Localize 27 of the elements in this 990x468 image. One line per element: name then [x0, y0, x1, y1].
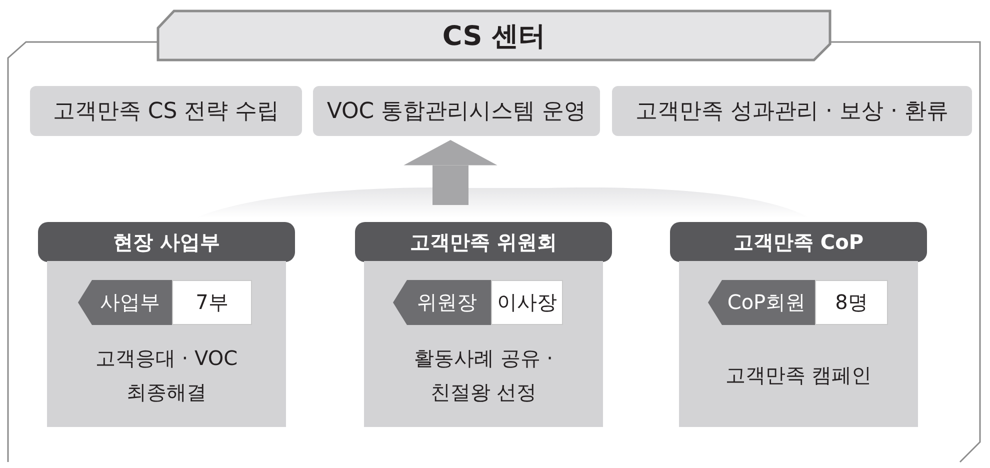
tag-text: 사업부	[100, 289, 160, 316]
task-box	[612, 86, 972, 136]
arrow	[404, 140, 498, 205]
task-text: 고객만족 성과관리 · 보상 · 환류	[636, 98, 948, 126]
card-description: 고객만족 캠페인	[725, 362, 872, 388]
card-description: 고객응대 · VOC 최종해결	[94, 344, 239, 406]
task-text: VOC 통합관리시스템 운영	[326, 98, 586, 126]
card-header: 고객만족 CoP	[670, 222, 927, 262]
value-text: 8명	[835, 289, 868, 316]
value-text: 이사장	[497, 289, 557, 316]
frame-title: CS 센터	[442, 20, 546, 54]
task-box	[30, 86, 302, 136]
card-header: 고객만족 위원회	[355, 222, 612, 262]
card-description: 활동사례 공유 · 친절왕 선정	[412, 344, 554, 406]
value-text: 7부	[196, 289, 228, 316]
frame	[8, 10, 982, 462]
task-text: 고객만족 CS 전략 수립	[52, 98, 280, 126]
value-box	[491, 280, 563, 325]
role-tag	[708, 280, 815, 325]
tag-text: 위원장	[417, 289, 477, 316]
value-box	[815, 280, 888, 325]
role-tag	[78, 280, 172, 325]
task-box	[313, 86, 600, 136]
value-box	[172, 280, 252, 325]
role-tag	[393, 280, 491, 325]
card-header: 현장 사업부	[38, 222, 295, 262]
tag-text: CoP회원	[727, 289, 806, 316]
